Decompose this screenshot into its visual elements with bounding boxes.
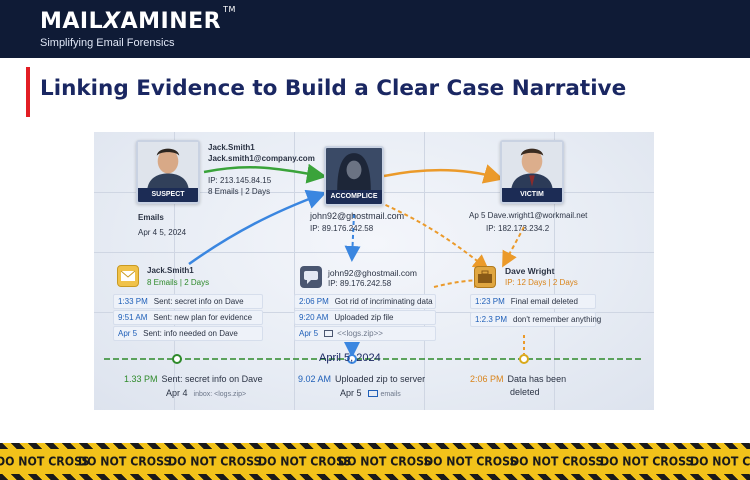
victim-avatar-icon [502,142,562,188]
suspect-emails-label: Emails [138,213,164,222]
mail-icon [367,390,378,398]
card-mid-row-3[interactable]: Apr 5<<logs.zip>> [294,326,436,341]
heading-accent-bar [26,67,30,117]
suspect-stats: 8 Emails | 2 Days [208,187,271,196]
card-left-stats: 8 Emails | 2 Days [147,278,210,287]
email-folder-icon [117,265,139,287]
victim-ip: IP: 182.173.234.2 [486,224,550,233]
timeline-event-right-line2: deleted [510,387,540,397]
tape-label: DO NOT CROSS [0,454,90,469]
connection-arrows [104,163,644,364]
tape-label: DO NOT CROSS [690,454,750,469]
case-file-icon [478,270,492,283]
timeline-date: April 5, 2024 [319,352,381,364]
suspect-email: Jack.smith1@company.com [208,154,315,163]
chat-bubble-icon [300,266,322,288]
briefcase-icon [474,266,496,288]
suspect-photo: SUSPECT [136,140,200,204]
accomplice-ip: IP: 89.176.242.58 [310,224,374,233]
card-mid-email: john92@ghostmail.com [328,268,417,278]
suspect-name: Jack.Smith1 [208,143,255,152]
accomplice-photo: ACCOMPLICE [324,146,384,206]
tape-label: DO NOT CROSS [168,454,262,469]
page-title: Linking Evidence to Build a Clear Case N… [40,76,627,101]
tape-label: DO NOT CROSS [510,454,604,469]
tape-label: DO NOT CROSS [78,454,172,469]
card-right-stats: IP: 12 Days | 2 Days [505,278,578,287]
accomplice-email: john92@ghostmail.com [310,211,405,221]
tape-label: DO NOT CROSS [424,454,518,469]
victim-email: Ap 5 Dave.wright1@workmail.net [469,211,588,220]
caution-tape: DO NOT CROSS DO NOT CROSS DO NOT CROSS D… [0,443,750,480]
folder-icon [324,330,334,338]
card-mid-ip: IP: 89.176.242.58 [328,279,392,288]
suspect-avatar-icon [138,142,198,188]
suspect-role-label: SUSPECT [138,188,198,202]
logo-trademark: TM [223,5,236,14]
message-icon [304,271,318,284]
tape-label: DO NOT CROSS [338,454,432,469]
logo-text-left: MAIL [40,9,104,34]
envelope-icon [120,270,136,281]
suspect-ip: IP: 213.145.84.15 [208,176,272,185]
logo-tagline: Simplifying Email Forensics [40,37,175,49]
logo-text-right: AMINER [120,9,222,34]
tape-label: DO NOT CROSS [258,454,352,469]
accomplice-role-label: ACCOMPLICE [326,190,382,204]
card-left-name: Jack.Smith1 [147,266,194,275]
suspect-date: Apr 4 5, 2024 [138,228,187,237]
tape-label: DO NOT CROSS [600,454,694,469]
victim-role-label: VICTIM [502,188,562,202]
card-right-name: Dave Wright [505,266,555,276]
victim-photo: VICTIM [500,140,564,204]
hooded-figure-icon [326,148,382,190]
logo-x: X [103,9,121,34]
